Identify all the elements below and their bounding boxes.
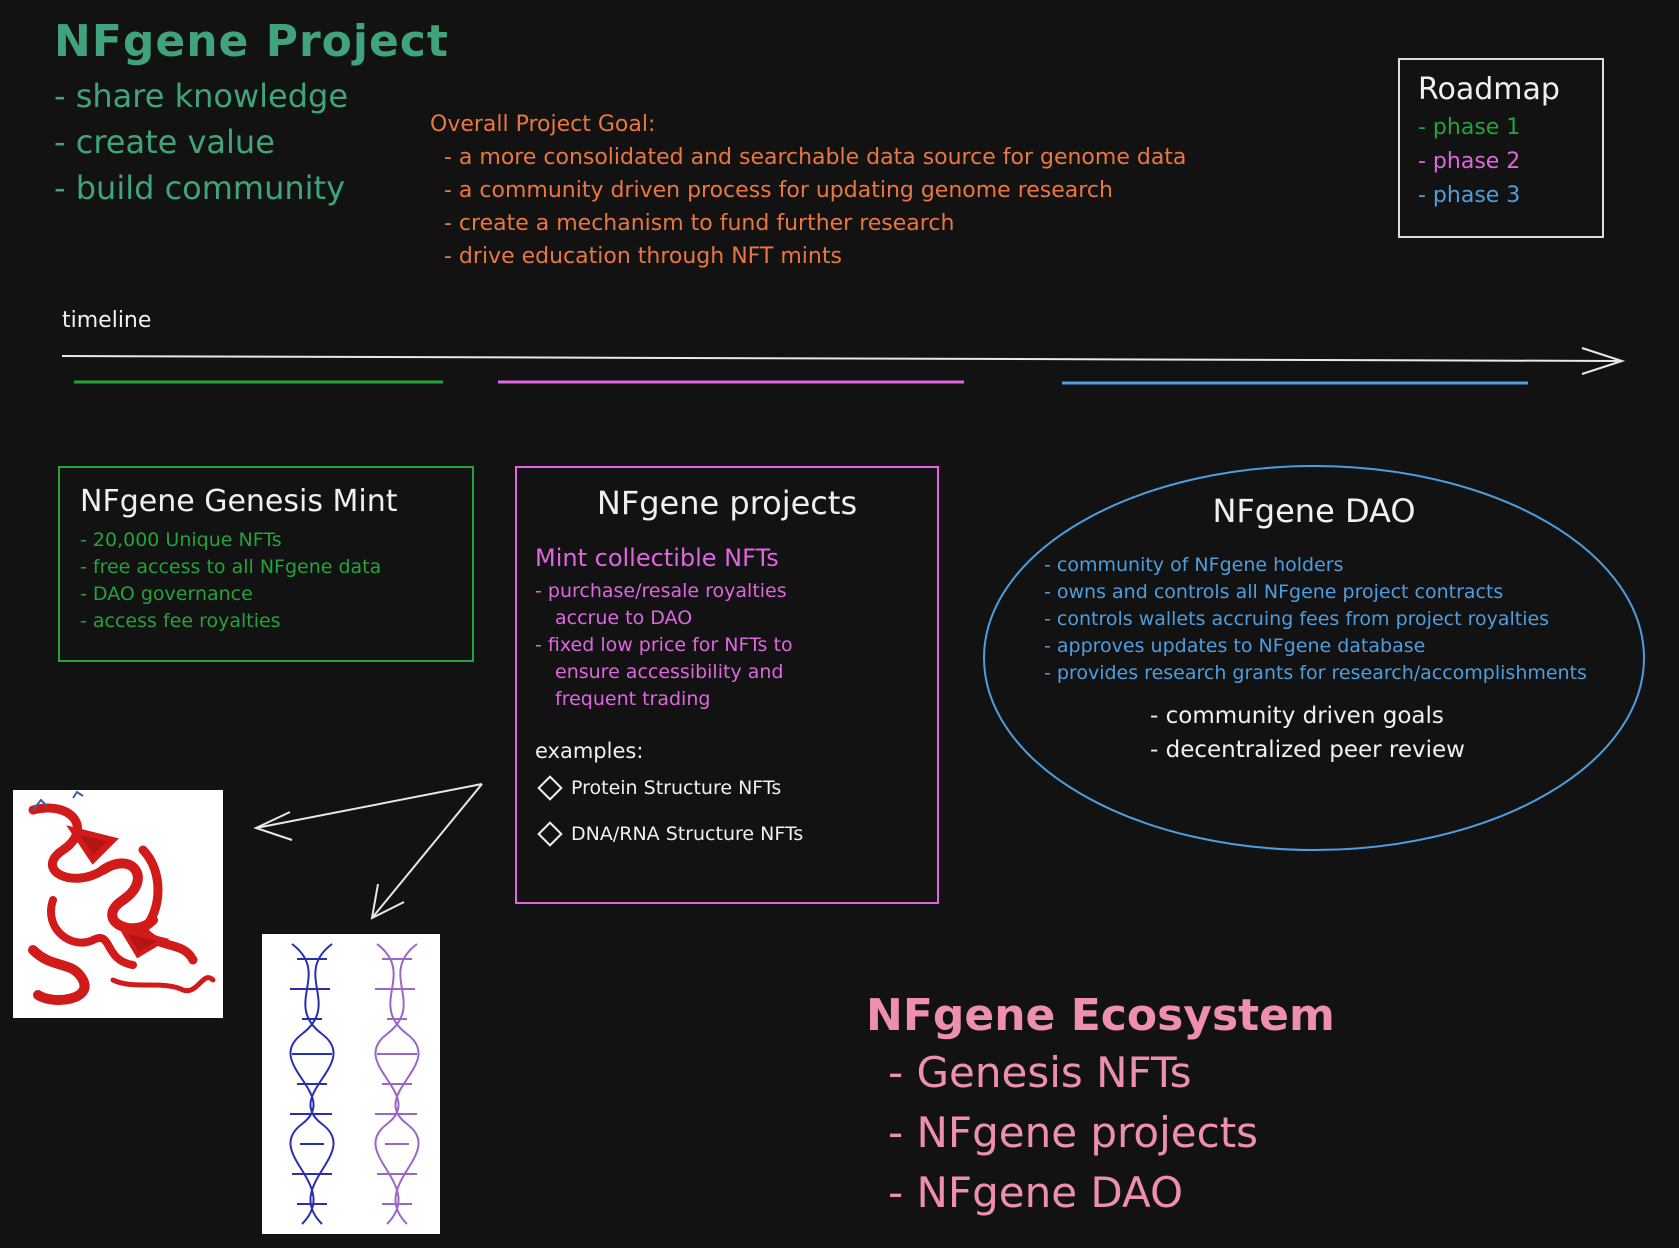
example-dna-label: DNA/RNA Structure NFTs	[571, 823, 804, 845]
project-section: NFgene Project - share knowledge - creat…	[54, 16, 449, 211]
ecosystem-item: - NFgene projects	[888, 1108, 1259, 1157]
dao-item: - approves updates to NFgene database	[1044, 635, 1426, 657]
goal-item: - create a mechanism to fund further res…	[444, 211, 955, 236]
dao-extra-list: - community driven goals - decentralized…	[974, 699, 1654, 767]
ecosystem-title: NFgene Ecosystem	[866, 990, 1335, 1041]
example-dna: DNA/RNA Structure NFTs	[535, 821, 919, 847]
ecosystem-list: - Genesis NFTs - NFgene projects - NFgen…	[866, 1043, 1335, 1223]
dao-item: - owns and controls all NFgene project c…	[1044, 581, 1504, 603]
genesis-item: - 20,000 Unique NFTs	[80, 529, 282, 551]
project-list: - share knowledge - create value - build…	[54, 73, 449, 211]
ecosystem-item: - NFgene DAO	[888, 1168, 1184, 1217]
dao-item: - provides research grants for research/…	[1044, 662, 1587, 684]
dao-title: NFgene DAO	[1212, 492, 1416, 530]
genesis-list: - 20,000 Unique NFTs - free access to al…	[80, 527, 452, 635]
dna-illustration	[289, 943, 420, 1225]
goal-list: - a more consolidated and searchable dat…	[430, 141, 1186, 273]
arrow-to-dna	[370, 783, 483, 920]
diamond-icon	[537, 821, 563, 847]
dao-extra-item: - community driven goals	[1150, 703, 1444, 729]
roadmap-box: Roadmap - phase 1 - phase 2 - phase 3	[1398, 58, 1604, 238]
genesis-item: - free access to all NFgene data	[80, 556, 382, 578]
goal-heading: Overall Project Goal:	[430, 112, 656, 137]
project-title: NFgene Project	[54, 16, 449, 67]
project-item: - share knowledge	[54, 77, 349, 115]
projects-item: - fixed low price for NFTs to	[535, 634, 793, 656]
projects-list: - purchase/resale royalties accrue to DA…	[535, 578, 919, 713]
example-protein-label: Protein Structure NFTs	[571, 777, 782, 799]
projects-item-cont: accrue to DAO	[555, 607, 693, 629]
roadmap-title: Roadmap	[1418, 72, 1560, 107]
project-item: - build community	[54, 169, 346, 207]
dao-extra-item: - decentralized peer review	[1150, 737, 1465, 763]
roadmap-phase-2: - phase 2	[1418, 149, 1521, 174]
protein-structure-image	[13, 790, 223, 1018]
dna-structure-image	[262, 934, 440, 1234]
examples-label: examples:	[535, 739, 644, 763]
projects-box: NFgene projects Mint collectible NFTs - …	[515, 466, 939, 904]
goal-item: - a community driven process for updatin…	[444, 178, 1113, 203]
goal-item: - a more consolidated and searchable dat…	[444, 145, 1187, 170]
diamond-icon	[537, 775, 563, 801]
timeline-label: timeline	[62, 308, 152, 333]
genesis-title: NFgene Genesis Mint	[80, 484, 398, 519]
goal-item: - drive education through NFT mints	[444, 244, 842, 269]
projects-item-cont: frequent trading	[555, 688, 711, 710]
ecosystem-item: - Genesis NFTs	[888, 1048, 1192, 1097]
projects-item: - purchase/resale royalties	[535, 580, 787, 602]
dao-ellipse	[983, 465, 1645, 851]
timeline-arrow	[61, 347, 1626, 375]
roadmap-phase-1: - phase 1	[1418, 115, 1521, 140]
genesis-item: - DAO governance	[80, 583, 253, 605]
genesis-box: NFgene Genesis Mint - 20,000 Unique NFTs…	[58, 466, 474, 662]
genesis-item: - access fee royalties	[80, 610, 281, 632]
dao-item: - controls wallets accruing fees from pr…	[1044, 608, 1550, 630]
ecosystem-section: NFgene Ecosystem - Genesis NFTs - NFgene…	[866, 990, 1335, 1223]
goal-section: Overall Project Goal: - a more consolida…	[430, 108, 1186, 273]
protein-illustration	[28, 790, 216, 1005]
dao-item: - community of NFgene holders	[1044, 554, 1344, 576]
projects-title: NFgene projects	[596, 484, 858, 522]
dao-section: NFgene DAO - community of NFgene holders…	[974, 492, 1654, 767]
project-item: - create value	[54, 123, 275, 161]
example-protein: Protein Structure NFTs	[535, 775, 919, 801]
roadmap-phase-3: - phase 3	[1418, 183, 1521, 208]
arrow-to-protein	[253, 783, 483, 841]
mint-title: Mint collectible NFTs	[535, 544, 779, 572]
dao-list: - community of NFgene holders - owns and…	[974, 552, 1654, 687]
projects-item-cont: ensure accessibility and	[555, 661, 784, 683]
